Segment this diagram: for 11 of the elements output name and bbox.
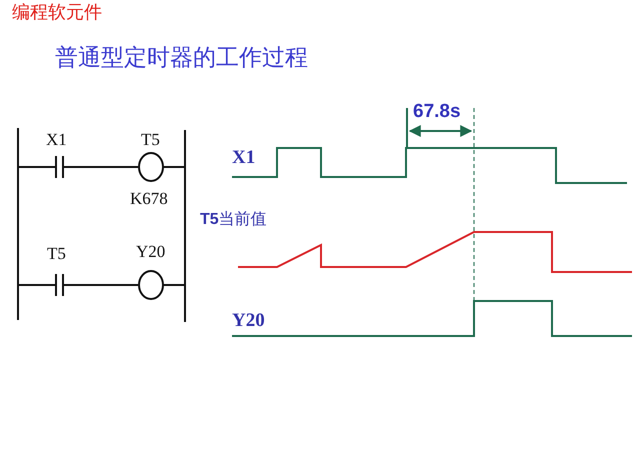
- signal-label: X1: [232, 148, 256, 169]
- coil-label: T5: [141, 131, 160, 150]
- section-heading: 编程软元件: [12, 3, 102, 23]
- contact-label: X1: [46, 131, 67, 150]
- signal-label: Y20: [232, 311, 265, 332]
- duration-label: 67.8s: [413, 102, 461, 123]
- signal-label: T5当前值: [200, 211, 267, 229]
- contact-label: T5: [47, 245, 66, 264]
- preset-value: K678: [130, 190, 168, 209]
- diagram-title: 普通型定时器的工作过程: [55, 44, 308, 73]
- coil-label: Y20: [136, 243, 166, 262]
